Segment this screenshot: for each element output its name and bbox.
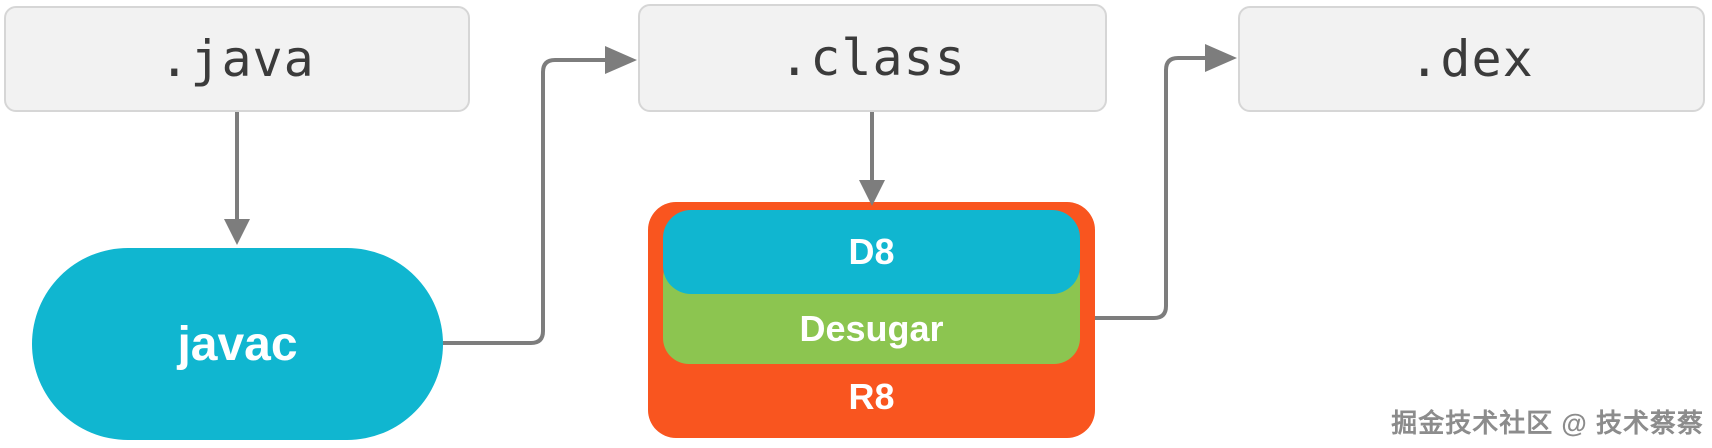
node-d8-label: D8 [848, 231, 895, 272]
arrow-javac-to-class [443, 46, 637, 345]
node-javac-label: javac [177, 317, 298, 371]
node-class-file: .class [638, 4, 1107, 112]
watermark-text: 掘金技术社区 @ 技术蔡蔡 [1391, 408, 1704, 438]
arrow-class-to-d8 [859, 112, 885, 206]
node-javac-tool: javac [32, 248, 443, 440]
node-r8-group: Desugar D8 R8 [648, 202, 1095, 438]
node-class-label: .class [779, 29, 966, 87]
node-java-file: .java [4, 6, 470, 112]
arrow-java-to-javac [224, 112, 250, 245]
node-dex-file: .dex [1238, 6, 1705, 112]
node-desugar-label: Desugar [799, 308, 944, 349]
node-dex-label: .dex [1409, 30, 1534, 88]
node-r8-label: R8 [848, 376, 895, 417]
node-d8-tool: D8 [663, 210, 1080, 294]
arrow-r8-to-dex [1095, 44, 1237, 320]
node-java-label: .java [159, 30, 315, 88]
